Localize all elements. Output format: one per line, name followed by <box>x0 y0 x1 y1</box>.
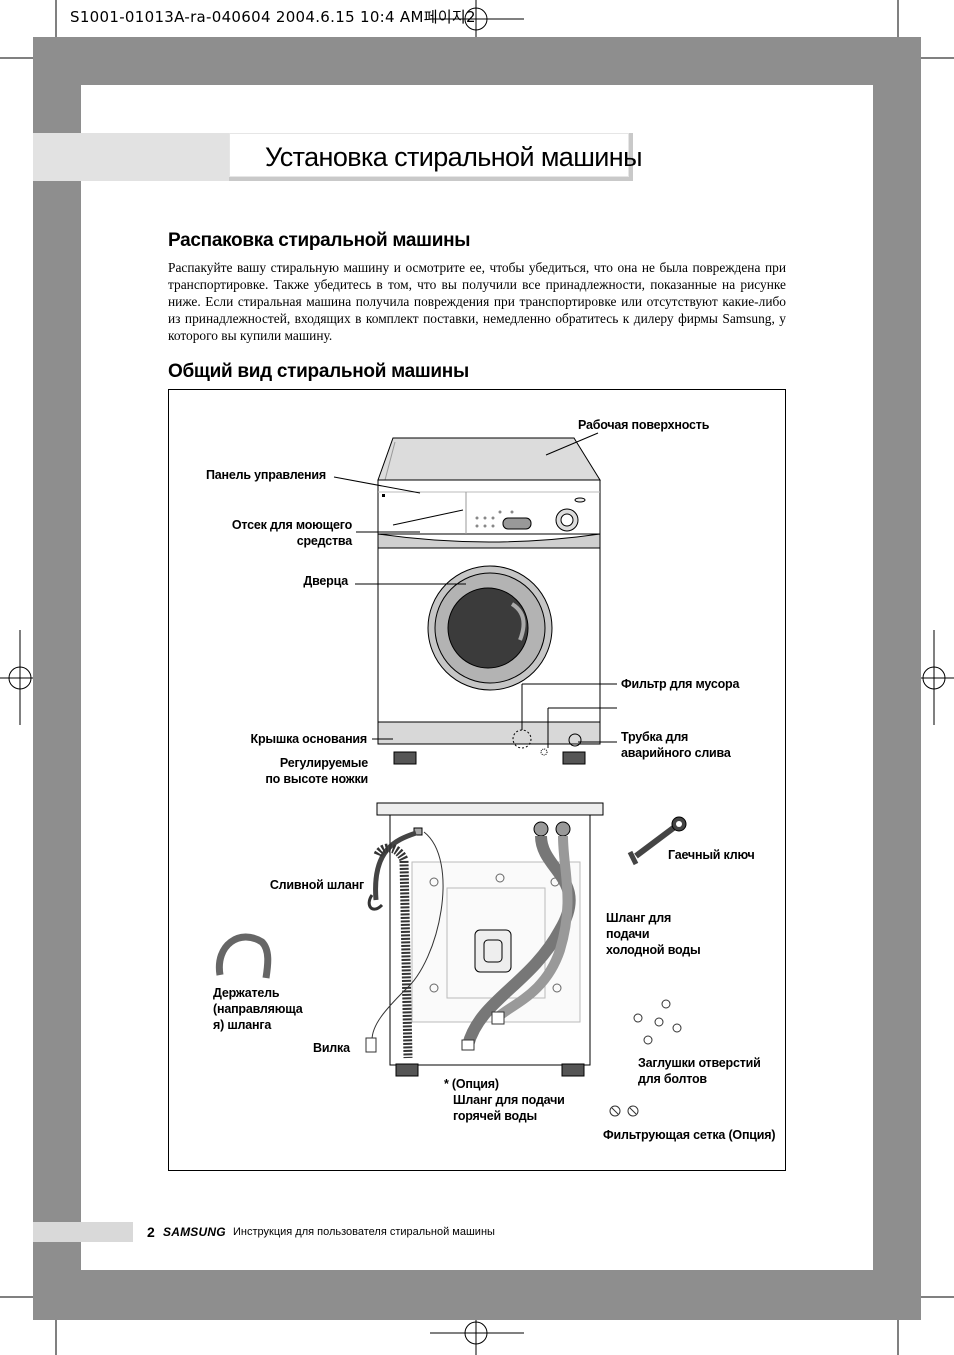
label-holder-3: я) шланга <box>213 1018 272 1032</box>
page-frame-bottom <box>33 1270 921 1320</box>
label-option-3: горячей воды <box>453 1109 538 1123</box>
label-holder-1: Держатель <box>213 986 280 1000</box>
label-cold-hose-3: холодной воды <box>606 943 701 957</box>
label-drain-tube-1: Трубка для <box>621 730 689 744</box>
footer-band <box>33 1222 133 1242</box>
brand-logo: SAMSUNG <box>163 1225 226 1239</box>
label-filter-mesh: Фильтрующая сетка (Опция) <box>603 1128 776 1142</box>
diagram-frame <box>168 389 786 1171</box>
label-control-panel: Панель управления <box>205 468 326 482</box>
page-frame-left <box>33 37 81 1320</box>
section-title: Установка стиральной машины <box>265 142 642 172</box>
label-feet-1: Регулируемые <box>279 756 368 770</box>
print-header: S1001-01013A-ra-040604 2004.6.15 10:4 AM… <box>70 8 476 26</box>
label-cold-hose-2: подачи <box>606 927 650 941</box>
page-frame-top <box>33 37 873 85</box>
label-option-1: * (Опция) <box>444 1077 499 1091</box>
label-drain-tube-2: аварийного слива <box>621 746 731 760</box>
label-caps-1: Заглушки отверстий <box>638 1056 761 1070</box>
label-plug: Вилка <box>313 1041 350 1055</box>
label-caps-2: для болтов <box>638 1072 707 1086</box>
overview-heading: Общий вид стиральной машины <box>168 361 469 382</box>
title-box <box>229 133 633 181</box>
page-number: 2 <box>147 1224 155 1240</box>
label-option-2: Шланг для подачи <box>453 1093 565 1107</box>
washing-machine-illustration <box>215 432 687 1117</box>
unpacking-text: Распакуйте вашу стиральную машину и осмо… <box>168 260 786 343</box>
footer-text: Инструкция для пользователя стиральной м… <box>233 1226 495 1238</box>
label-feet-2: по высоте ножки <box>265 772 368 786</box>
label-detergent-1: Отсек для моющего <box>231 518 352 532</box>
title-band <box>33 133 229 181</box>
label-wrench: Гаечный ключ <box>668 848 755 862</box>
label-drain-hose: Сливной шланг <box>269 878 364 892</box>
unpacking-heading: Распаковка стиральной машины <box>168 230 471 251</box>
label-door: Дверца <box>303 574 348 588</box>
label-holder-2: (направляюща <box>213 1002 303 1016</box>
label-debris-filter: Фильтр для мусора <box>621 677 740 691</box>
page-frame-right <box>873 37 921 1320</box>
label-detergent-2: средства <box>296 534 352 548</box>
label-base-cover: Крышка основания <box>250 732 368 746</box>
label-cold-hose-1: Шланг для <box>606 911 672 925</box>
label-work-surface: Рабочая поверхность <box>578 418 710 432</box>
